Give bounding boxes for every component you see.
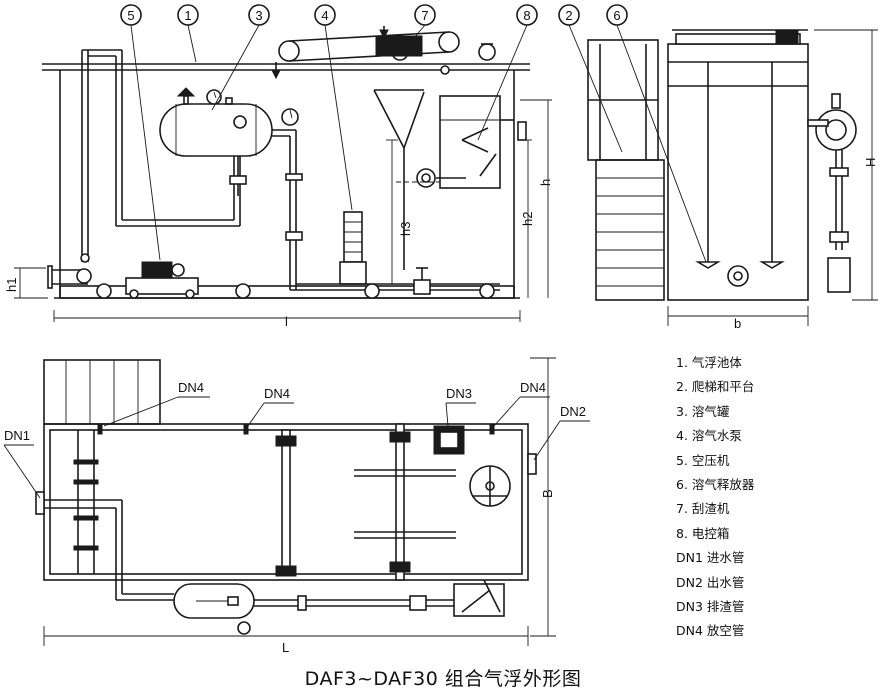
legend-item: 2. 爬梯和平台 — [676, 379, 755, 395]
label-dn2: DN2 — [560, 404, 586, 419]
callout-8: 8 — [523, 8, 530, 23]
label-dn4-mid: DN4 — [264, 386, 290, 401]
legend-item: 5. 空压机 — [676, 452, 730, 468]
dim-h1: h1 — [4, 278, 19, 292]
label-dn1: DN1 — [4, 428, 30, 443]
callout-2: 2 — [565, 8, 572, 23]
callout-7: 7 — [421, 8, 428, 23]
pipe-labels: DN4 DN4 DN3 DN4 DN2 DN1 — [3, 380, 590, 499]
legend-item: DN2 出水管 — [676, 574, 745, 590]
label-dn3: DN3 — [446, 386, 472, 401]
dim-b: b — [734, 316, 741, 331]
callouts: 5 1 3 4 7 8 2 6 — [120, 4, 707, 263]
dim-h: h — [538, 179, 553, 186]
dim-l: l — [285, 314, 288, 329]
dim-h3: h3 — [398, 222, 413, 236]
dim-h2: h2 — [520, 212, 535, 226]
drawing-title: DAF3~DAF30 组合气浮外形图 — [304, 668, 582, 690]
legend-item: 1. 气浮池体 — [676, 355, 742, 370]
front-elevation — [42, 26, 530, 299]
dimension-labels: h1 h3 h2 h l b H L B — [4, 158, 878, 655]
callout-5: 5 — [127, 8, 134, 23]
legend-item: DN3 排渣管 — [676, 599, 745, 615]
legend-item: 8. 电控箱 — [676, 525, 730, 541]
legend-item: 4. 溶气水泵 — [676, 428, 742, 444]
plan-view — [35, 357, 556, 646]
legend-item: DN4 放空管 — [676, 623, 745, 639]
callout-1: 1 — [184, 8, 191, 23]
side-elevation — [587, 29, 878, 326]
label-dn4-right: DN4 — [520, 380, 546, 395]
dim-B: B — [540, 489, 555, 498]
front-dimensions — [14, 99, 552, 322]
legend-item: 6. 溶气释放器 — [676, 477, 755, 493]
legend-item: 7. 刮渣机 — [676, 501, 730, 517]
dim-H: H — [863, 158, 878, 167]
callout-4: 4 — [321, 8, 328, 23]
dim-L: L — [282, 640, 289, 655]
label-dn4-left: DN4 — [178, 380, 204, 395]
callout-3: 3 — [255, 8, 262, 23]
callout-6: 6 — [613, 8, 620, 23]
legend: 1. 气浮池体 2. 爬梯和平台 3. 溶气罐 4. 溶气水泵 5. 空压机 6… — [676, 351, 881, 644]
legend-item: 3. 溶气罐 — [676, 403, 730, 419]
legend-item: DN1 进水管 — [676, 550, 745, 566]
